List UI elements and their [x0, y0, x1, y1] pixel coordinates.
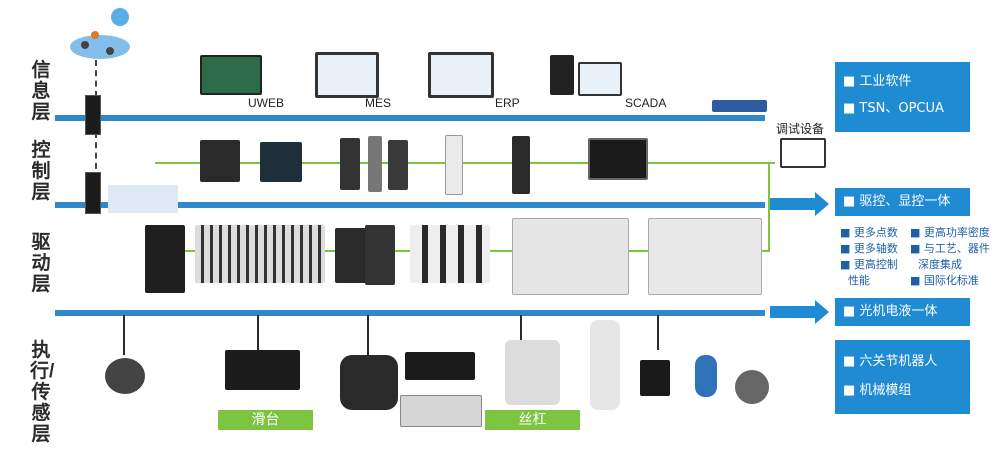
layer-title-drive: 驱动层	[31, 232, 51, 295]
control-bus	[55, 202, 765, 208]
debug-device-label: 调试设备	[776, 122, 825, 136]
feature-3: ■ 更多轴数	[840, 242, 898, 255]
slide-tag: 滑台	[218, 410, 313, 430]
uweb-label: UWEB	[248, 96, 284, 110]
info-switch-icon	[85, 95, 101, 135]
panel-exec-item-1: ■ 六关节机器人	[843, 354, 938, 369]
partner-logos	[108, 185, 178, 213]
protocol-logos	[712, 100, 767, 112]
mes-label: MES	[365, 96, 392, 110]
panel-exec-item-2: ■ 机械模组	[843, 383, 912, 398]
exec-link-1	[123, 315, 125, 355]
servo-drive-icon-2	[365, 225, 395, 285]
feature-5: ■ 更高控制	[840, 258, 898, 271]
exec-link-4	[520, 315, 522, 345]
scara-robot-icon	[505, 340, 560, 405]
feature-7: 性能	[848, 274, 870, 287]
six-axis-robot-icon	[590, 320, 620, 410]
servo-motor-icon	[225, 350, 300, 390]
inverter-icon	[145, 225, 185, 293]
uweb-panel-icon	[200, 55, 262, 95]
scada-pc-icon	[550, 55, 574, 95]
exec-link-3	[367, 315, 369, 355]
layer-title-exec: 执行/传感层	[30, 340, 55, 445]
panel-info-item-1: ■ 工业软件	[843, 74, 912, 89]
panel-opto: ■ 光机电液一体	[835, 298, 970, 326]
exec-link-5	[657, 315, 659, 350]
plc-icon-2	[260, 142, 302, 182]
drive-bus	[55, 310, 765, 316]
linear-module-icon	[405, 352, 475, 380]
controller-icon-5	[512, 136, 530, 194]
feature-2: ■ 更高功率密度	[910, 226, 990, 239]
arrow-to-panel3	[770, 300, 829, 324]
scada-label: SCADA	[625, 96, 667, 110]
panel-info: ■ 工业软件 ■ TSN、OPCUA	[835, 62, 970, 132]
laptop-icon	[780, 138, 826, 168]
cloud-network-icon	[65, 5, 135, 65]
controller-icon-2	[368, 136, 382, 192]
arrow-to-panel2	[770, 192, 829, 216]
scada-monitor-icon	[578, 62, 622, 96]
cloud-link-line	[95, 60, 97, 210]
plc-icon-1	[200, 140, 240, 182]
feature-4: ■ 与工艺、器件	[910, 242, 990, 255]
feature-8: ■ 国际化标准	[910, 274, 979, 287]
io-module-icon	[195, 225, 325, 283]
layer-title-info: 信息层	[31, 60, 51, 123]
erp-monitor-icon	[428, 52, 494, 98]
controller-icon-4	[445, 135, 463, 195]
mes-monitor-icon	[315, 52, 379, 98]
debug-link-line	[768, 162, 770, 252]
erp-label: ERP	[495, 96, 520, 110]
panel-drive: ■ 驱控、显控一体	[835, 188, 970, 216]
sensor-icon	[695, 355, 717, 397]
layer-title-control: 控制层	[31, 140, 51, 203]
exec-link-2	[257, 315, 259, 355]
encoder-icon	[105, 358, 145, 394]
panel-info-item-2: ■ TSN、OPCUA	[843, 101, 944, 116]
feature-6: 深度集成	[918, 258, 962, 271]
camera-icon	[640, 360, 670, 396]
panel-exec: ■ 六关节机器人 ■ 机械模组	[835, 340, 970, 414]
screw-module-icon	[400, 395, 482, 427]
control-switch-icon	[85, 172, 101, 214]
torque-motor-icon	[340, 355, 398, 410]
info-bus	[55, 115, 765, 121]
power-cabinet-icon-1	[512, 218, 629, 295]
screw-tag: 丝杠	[485, 410, 580, 430]
feature-1: ■ 更多点数	[840, 226, 898, 239]
servo-drive-icon-3	[410, 225, 490, 283]
power-cabinet-icon-2	[648, 218, 762, 295]
controller-icon-3	[388, 140, 408, 190]
encoder-icon-2	[735, 370, 769, 404]
controller-icon-1	[340, 138, 360, 190]
control-network-line	[155, 162, 775, 164]
hmi-icon	[588, 138, 648, 180]
